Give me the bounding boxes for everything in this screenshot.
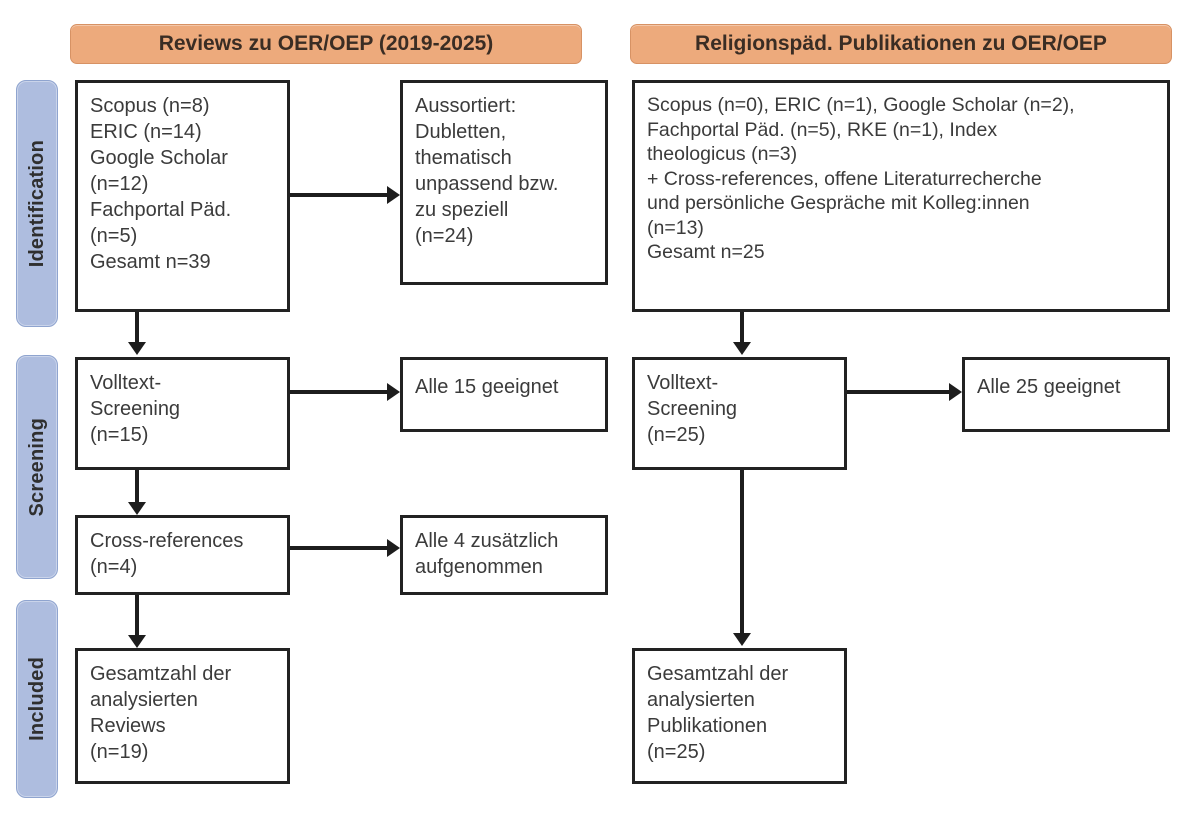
box-line: Google Scholar [90, 147, 228, 169]
stage-label-screening: Screening [25, 417, 48, 517]
box-line: (n=13) [647, 216, 704, 239]
arrowhead-left-screening-to-crossrefs [128, 502, 146, 515]
box-line: (n=5) [90, 225, 138, 247]
box-line: Gesamtzahl der [90, 663, 232, 685]
box-line: Gesamt n=39 [90, 251, 211, 273]
column-header-publications: Religionspäd. Publikationen zu OER/OEP [630, 24, 1172, 64]
box-line: zu speziell [415, 199, 509, 221]
box-line: (n=25) [647, 424, 706, 446]
stage-pill-screening: Screening [16, 355, 58, 579]
box-left-identification: Scopus (n=8) ERIC (n=14) Google Scholar … [75, 80, 290, 312]
column-header-reviews-label: Reviews zu OER/OEP (2019-2025) [158, 32, 494, 55]
box-line: Fachportal Päd. (n=5), RKE (n=1), Index [647, 118, 998, 141]
box-left-screening-result: Alle 15 geeignet [400, 357, 608, 432]
box-line: Alle 4 zusätzlich [415, 530, 559, 552]
box-left-crossrefs: Cross-references (n=4) [75, 515, 290, 595]
box-left-crossrefs-result: Alle 4 zusätzlich aufgenommen [400, 515, 608, 595]
box-line: Screening [90, 398, 181, 420]
box-line: Screening [647, 398, 738, 420]
box-left-screening: Volltext- Screening (n=15) [75, 357, 290, 470]
box-right-included: Gesamtzahl der analysierten Publikatione… [632, 648, 847, 784]
arrowhead-right-identification-to-screening [733, 342, 751, 355]
arrowhead-right-screening-to-result [949, 383, 962, 401]
box-line: Dubletten, [415, 121, 507, 143]
arrowhead-left-crossrefs-to-included [128, 635, 146, 648]
box-line: Volltext- [647, 372, 719, 394]
box-line: Alle 15 geeignet [415, 376, 559, 398]
box-right-identification: Scopus (n=0), ERIC (n=1), Google Scholar… [632, 80, 1170, 312]
box-line: analysierten [90, 689, 198, 711]
box-line: Gesamtzahl der [647, 663, 789, 685]
box-line: unpassend bzw. [415, 173, 559, 195]
box-line: Aussortiert: [415, 95, 517, 117]
connector-left-crossrefs-to-result [290, 546, 387, 550]
box-line: Cross-references [90, 530, 244, 552]
box-right-screening-result: Alle 25 geeignet [962, 357, 1170, 432]
stage-pill-included: Included [16, 600, 58, 798]
box-line: ERIC (n=14) [90, 121, 202, 143]
connector-left-screening-to-result [290, 390, 387, 394]
box-line: Publikationen [647, 715, 768, 737]
box-right-screening: Volltext- Screening (n=25) [632, 357, 847, 470]
connector-left-identification-to-screening [135, 312, 139, 344]
box-line: Scopus (n=0), ERIC (n=1), Google Scholar… [647, 94, 1075, 116]
box-line: thematisch [415, 147, 512, 169]
box-line: und persönliche Gespräche mit Kolleg:inn… [647, 192, 1030, 215]
arrowhead-left-identification-to-excluded [387, 186, 400, 204]
box-left-included: Gesamtzahl der analysierten Reviews (n=1… [75, 648, 290, 784]
box-line: (n=12) [90, 173, 149, 195]
connector-left-crossrefs-to-included [135, 595, 139, 637]
stage-label-identification: Identification [25, 139, 48, 268]
column-header-publications-label: Religionspäd. Publikationen zu OER/OEP [695, 32, 1107, 55]
arrowhead-left-identification-to-screening [128, 342, 146, 355]
box-line: analysierten [647, 689, 755, 711]
box-line: Reviews [90, 715, 166, 737]
connector-right-screening-to-result [847, 390, 949, 394]
box-line: + Cross-references, offene Literaturrech… [647, 167, 1042, 190]
box-line: (n=25) [647, 741, 706, 763]
connector-right-screening-to-included [740, 470, 744, 635]
box-line: (n=24) [415, 225, 474, 247]
connector-right-identification-to-screening [740, 312, 744, 344]
arrowhead-left-crossrefs-to-result [387, 539, 400, 557]
box-line: Fachportal Päd. [90, 199, 232, 221]
arrowhead-left-screening-to-result [387, 383, 400, 401]
column-header-reviews: Reviews zu OER/OEP (2019-2025) [70, 24, 582, 64]
box-line: Scopus (n=8) [90, 95, 210, 117]
box-left-excluded: Aussortiert: Dubletten, thematisch unpas… [400, 80, 608, 285]
connector-left-screening-to-crossrefs [135, 470, 139, 504]
box-line: (n=15) [90, 424, 149, 446]
box-line: Gesamt n=25 [647, 241, 765, 264]
arrowhead-right-screening-to-included [733, 633, 751, 646]
box-line: Volltext- [90, 372, 162, 394]
stage-pill-identification: Identification [16, 80, 58, 327]
box-line: (n=4) [90, 556, 138, 578]
stage-label-included: Included [25, 657, 48, 741]
box-line: Alle 25 geeignet [977, 376, 1121, 398]
connector-left-identification-to-excluded [290, 193, 387, 197]
box-line: theologicus (n=3) [647, 143, 798, 166]
box-line: (n=19) [90, 741, 149, 763]
box-line: aufgenommen [415, 556, 543, 578]
